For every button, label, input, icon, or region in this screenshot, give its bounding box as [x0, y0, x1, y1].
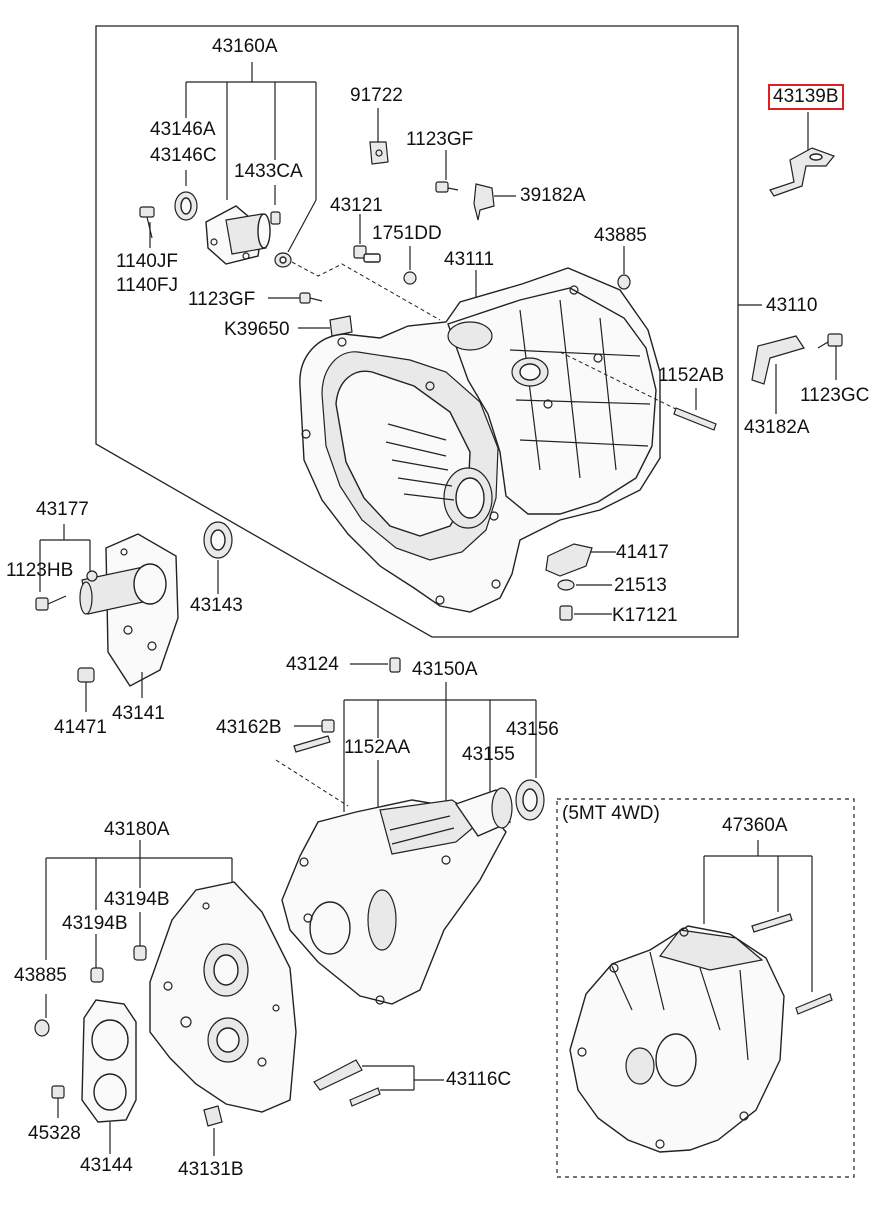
bolt-1123GC [817, 333, 843, 380]
label-43150A[interactable]: 43150A [412, 659, 478, 680]
label-43162B[interactable]: 43162B [216, 717, 282, 738]
oil-seal-43146A [174, 191, 198, 221]
bolt-43121 [353, 214, 381, 263]
label-43146C[interactable]: 43146C [150, 145, 217, 166]
bracket-39182A [473, 183, 516, 221]
gasket-21513 [557, 579, 612, 591]
label-43116C[interactable]: 43116C [446, 1069, 512, 1090]
label-43177[interactable]: 43177 [36, 499, 89, 520]
label-43146A[interactable]: 43146A [150, 119, 216, 140]
label-43180A[interactable]: 43180A [104, 819, 170, 840]
dowel-1433CA [270, 211, 281, 225]
label-43156[interactable]: 43156 [506, 719, 559, 740]
label-43160A[interactable]: 43160A [212, 36, 278, 57]
label-43131B[interactable]: 43131B [178, 1159, 244, 1180]
box-5mt-4wd [556, 798, 855, 1178]
label-39182A[interactable]: 39182A [520, 185, 586, 206]
gasket-43144 [81, 999, 137, 1154]
bracket-43139B [769, 112, 835, 197]
label-K39650[interactable]: K39650 [224, 319, 290, 340]
ring-1751DD [403, 246, 417, 285]
label-43155[interactable]: 43155 [462, 744, 515, 765]
label-1123GF-mid[interactable]: 1123GF [188, 289, 256, 310]
label-1751DD[interactable]: 1751DD [372, 223, 442, 244]
label-43143[interactable]: 43143 [190, 595, 243, 616]
label-43141[interactable]: 43141 [112, 703, 165, 724]
bolt-1140JF [139, 206, 155, 248]
bracket-K39650 [298, 315, 353, 337]
bolt-43162B [293, 719, 335, 753]
cover-41417 [545, 543, 616, 577]
dowel-43194B-a [133, 945, 147, 961]
label-43139B[interactable]: 43139B [768, 84, 844, 110]
label-1152AA[interactable]: 1152AA [344, 737, 411, 758]
label-47360A[interactable]: 47360A [722, 815, 788, 836]
label-45328[interactable]: 45328 [28, 1123, 81, 1144]
label-43194B-b[interactable]: 43194B [62, 913, 128, 934]
label-1140FJ[interactable]: 1140FJ [116, 275, 178, 296]
label-1433CA[interactable]: 1433CA [234, 161, 303, 182]
bolt-45328 [51, 1085, 65, 1118]
ring-part [274, 252, 292, 268]
label-43121[interactable]: 43121 [330, 195, 383, 216]
label-41471[interactable]: 41471 [54, 717, 107, 738]
label-1123GF-top[interactable]: 1123GF [406, 129, 474, 150]
extension-housing-43150A [281, 787, 513, 1005]
label-43124[interactable]: 43124 [286, 654, 339, 675]
plug-43124 [350, 657, 401, 673]
leader-43177 [39, 524, 91, 592]
bracket-43182A [751, 335, 805, 414]
label-43885-top[interactable]: 43885 [594, 225, 647, 246]
main-assembly-frame [95, 25, 739, 638]
label-43182A[interactable]: 43182A [744, 417, 810, 438]
adapter-plate-43180A [149, 881, 297, 1113]
label-1123GC[interactable]: 1123GC [800, 385, 870, 406]
label-K17121[interactable]: K17121 [612, 605, 678, 626]
leader-47360A [703, 840, 813, 992]
clip-43131B [203, 1105, 223, 1156]
label-43144[interactable]: 43144 [80, 1155, 133, 1176]
leader-43160A [185, 62, 317, 253]
plug-K17121 [559, 605, 612, 621]
leader-43180A [45, 840, 233, 968]
label-1140JF[interactable]: 1140JF [116, 251, 178, 272]
bolt-1123GF-top [435, 150, 459, 193]
label-21513[interactable]: 21513 [614, 575, 667, 596]
transmission-case-43111 [299, 267, 691, 613]
dowel-43194B-b [90, 967, 104, 983]
label-43885-left[interactable]: 43885 [14, 965, 67, 986]
parts-43116C [313, 1059, 444, 1107]
plug-43885-left [34, 994, 50, 1037]
label-43194B-a[interactable]: 43194B [104, 889, 170, 910]
label-91722[interactable]: 91722 [350, 85, 403, 106]
label-43111[interactable]: 43111 [444, 249, 495, 270]
plug-43885-top [617, 246, 631, 290]
rear-retainer-43177 [79, 533, 179, 687]
label-1123HB[interactable]: 1123HB [6, 560, 74, 581]
oil-seal-43143 [203, 521, 233, 594]
bearing-retainer-43160A [205, 205, 271, 265]
plug-41471 [77, 667, 95, 712]
bolt-1123GF-mid [268, 292, 323, 304]
oil-seal-43156 [515, 779, 545, 821]
note-5mt-4wd: (5MT 4WD) [562, 803, 660, 824]
label-43110[interactable]: 43110 [766, 295, 818, 316]
clip-91722 [369, 108, 389, 165]
bolt-1123HB [35, 595, 67, 611]
stud-1152AB [673, 388, 717, 431]
label-41417[interactable]: 41417 [616, 542, 669, 563]
transfer-housing-47360A [569, 925, 785, 1153]
label-1152AB[interactable]: 1152AB [658, 365, 725, 386]
